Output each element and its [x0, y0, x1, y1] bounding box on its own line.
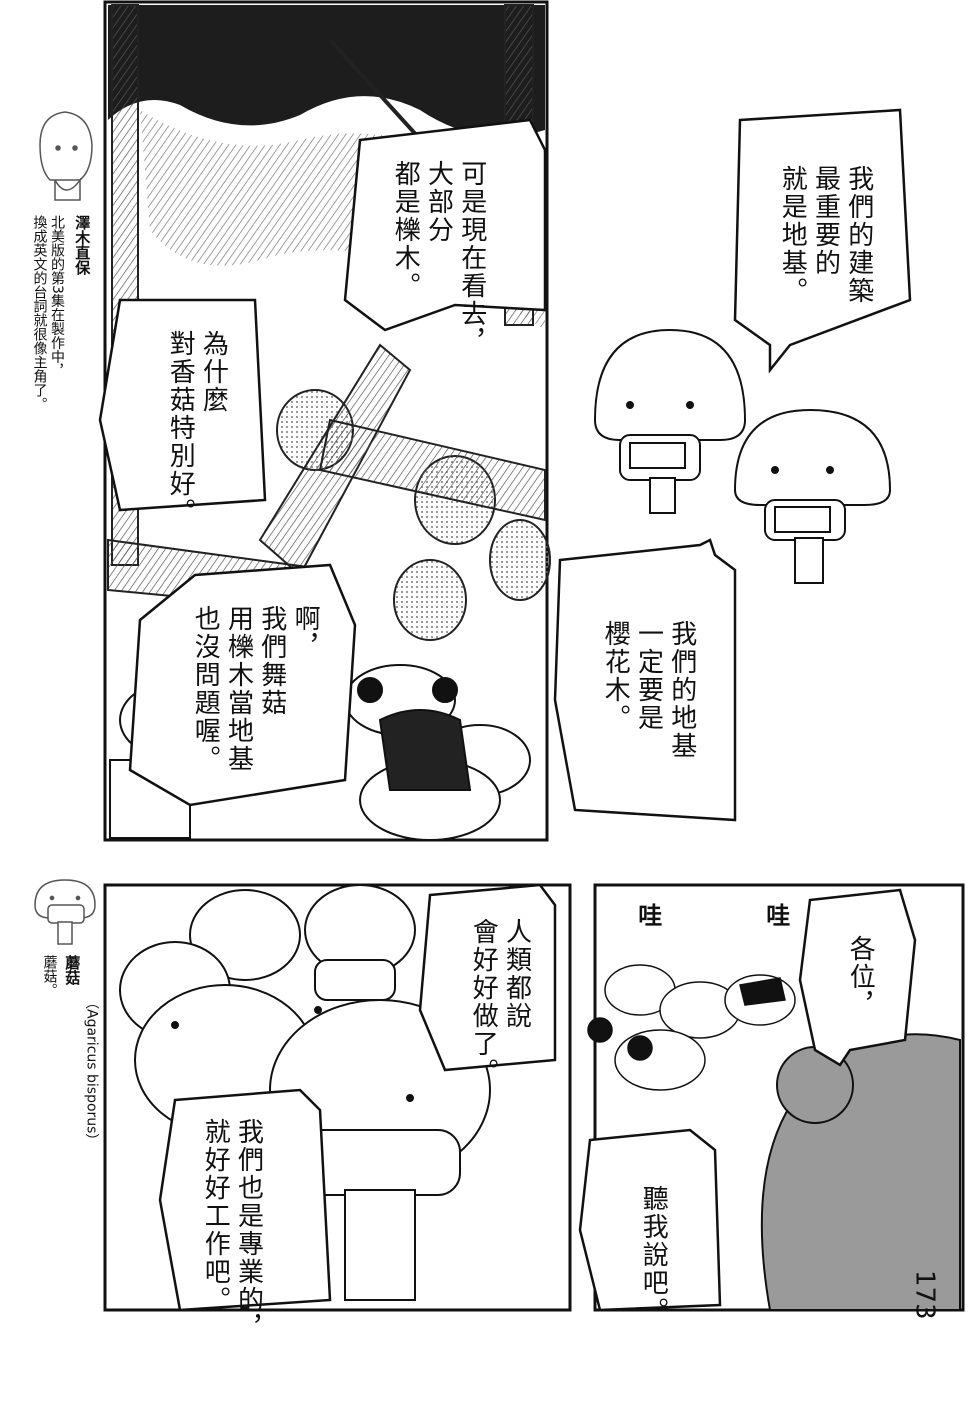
- speech-bubble-shapes: [98, 108, 917, 1312]
- mushroom-note-body: 蘑菇。: [41, 955, 58, 997]
- sfx-wa-right: 哇: [761, 903, 790, 927]
- speech-bubble-b5: 啊， 我們舞菇 用櫟木當地基 也沒問題喔。: [190, 605, 321, 773]
- speech-bubble-b2: 可是現在看去， 大部分 都是櫟木。: [390, 160, 487, 356]
- mushroom-note-name: 蘑菇: [63, 955, 82, 985]
- free-area-mushrooms: [593, 328, 892, 584]
- author-note-body: 北美版的第3集在製作中， 換成英文的台詞就很像主角了。: [31, 215, 66, 411]
- speech-bubble-b3: 為什麼 對香菇特別好。: [165, 330, 229, 526]
- speech-bubble-b7: 我們也是專業的， 就好好工作吧。: [200, 1118, 264, 1342]
- speech-bubble-b1: 我們的建築 最重要的 就是地基。: [777, 165, 874, 305]
- speech-bubble-b6: 人類都說 會好好做了。: [468, 918, 532, 1086]
- speech-bubble-b4: 我們的地基 一定要是 櫻花木。: [600, 620, 697, 760]
- speech-bubble-b8: 各位，: [845, 935, 876, 1019]
- sfx-wa-left: 哇: [633, 903, 662, 927]
- page-number: 173: [909, 1270, 940, 1320]
- author-portrait-icon: [39, 111, 93, 201]
- mushroom-icon: [34, 879, 96, 945]
- author-note-name: 澤木直保: [73, 215, 92, 275]
- mushroom-note-latin: （Agaricus bisporus）: [83, 995, 100, 1148]
- speech-bubble-b9: 聽我說吧。: [638, 1185, 669, 1325]
